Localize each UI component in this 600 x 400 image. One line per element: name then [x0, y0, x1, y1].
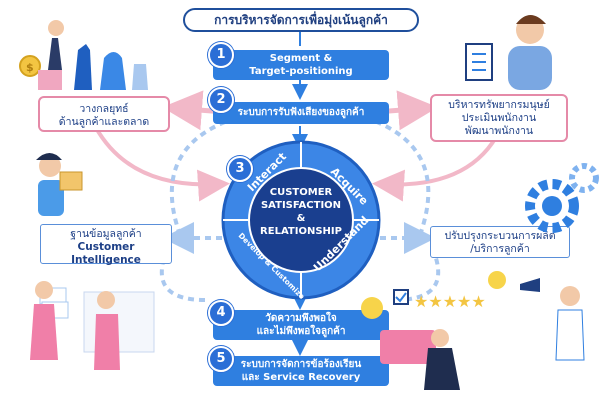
- chess-strategy-illustration: $: [19, 20, 148, 90]
- gear-icon: [525, 179, 579, 233]
- curve-strategy-to-cycle: [93, 125, 230, 202]
- strategy-line2: ด้านลูกค้าและตลาด: [58, 116, 150, 128]
- hr-line1: บริหารทรัพยากรมนุษย์: [448, 99, 550, 111]
- strategy-line1: วางกลยุทธ์: [79, 103, 129, 115]
- smiley-icon: [361, 297, 383, 319]
- woman-figure: [48, 38, 62, 70]
- process-box: ปรับปรุงกระบวนการผลิต /บริการลูกค้า: [430, 226, 570, 258]
- small-gear-icon: [569, 163, 599, 193]
- database-line3: Intelligence: [71, 254, 141, 266]
- step-5-number: 5: [208, 346, 234, 372]
- database-illustration: [36, 153, 83, 216]
- woman-head-3: [35, 281, 53, 299]
- svg-text:$: $: [26, 61, 34, 74]
- cycle-center-label: CUSTOMER SATISFACTION & RELATIONSHIP: [246, 186, 356, 238]
- man-body-2: [424, 348, 460, 390]
- center-line-3: &: [296, 213, 306, 224]
- woman-body-3: [30, 304, 58, 360]
- step-5-box: ระบบการจัดการข้อร้องเรียน และ Service Re…: [213, 356, 389, 386]
- dashed-arc-right: [371, 118, 431, 236]
- hr-line2: ประเมินพนักงาน: [461, 112, 537, 124]
- woman-head-4: [560, 286, 580, 306]
- database-line1: ฐานข้อมูลลูกค้า: [70, 228, 142, 240]
- step-1-line1: Segment &: [269, 53, 333, 64]
- step-5-line2: และ Service Recovery: [241, 372, 361, 383]
- step-1-line2: Target-positioning: [249, 66, 353, 77]
- database-box: ฐานข้อมูลลูกค้า Customer Intelligence: [40, 224, 172, 266]
- man-body: [508, 46, 552, 90]
- step-2-box: ระบบการรับฟังเสียงของลูกค้า: [213, 102, 389, 124]
- smiley-icon-2: [488, 271, 506, 289]
- step-4-line2: และไม่พึงพอใจลูกค้า: [256, 326, 346, 337]
- center-line-2: SATISFACTION: [260, 200, 342, 211]
- pedestal-shape: [38, 70, 62, 90]
- woman-head: [48, 20, 64, 36]
- dashed-arc-left: [169, 118, 231, 236]
- center-line-1: CUSTOMER: [269, 187, 333, 198]
- dashed-arc-bottom-right: [394, 254, 441, 302]
- step-2-number: 2: [208, 87, 234, 113]
- step-4-box: วัดความพึงพอใจ และไม่พึงพอใจลูกค้า: [213, 310, 389, 340]
- chess-pawn-icon: [132, 64, 148, 90]
- hr-line3: พัฒนาพนักงาน: [464, 125, 534, 137]
- step-5-line1: ระบบการจัดการข้อร้องเรียน: [240, 359, 362, 370]
- center-line-4: RELATIONSHIP: [260, 226, 342, 237]
- process-line1: ปรับปรุงกระบวนการผลิต: [444, 230, 556, 242]
- woman-head-2: [39, 155, 61, 177]
- woman-body-2: [38, 180, 64, 216]
- megaphone-icon: [520, 278, 540, 292]
- hr-box: บริหารทรัพยากรมนุษย์ ประเมินพนักงาน พัฒน…: [430, 94, 568, 142]
- chat-bubble-icon: [380, 330, 436, 364]
- page-title: การบริหารจัดการเพื่อมุ่งเน้นลูกค้า: [183, 8, 419, 32]
- coin-icon: [19, 55, 41, 77]
- step-2-label: ระบบการรับฟังเสียงของลูกค้า: [237, 107, 365, 118]
- man-head-2: [431, 329, 449, 347]
- gear-illustration: [525, 163, 599, 233]
- step-4-line1: วัดความพึงพอใจ: [265, 313, 337, 324]
- chess-king-icon: [74, 44, 92, 90]
- process-line2: /บริการลูกค้า: [470, 243, 530, 255]
- step-4-number: 4: [208, 300, 234, 326]
- box-icon: [59, 171, 83, 191]
- step-1-number: 1: [208, 42, 234, 68]
- hr-illustration: [465, 15, 552, 90]
- database-line2: Customer: [77, 241, 135, 253]
- star-rating-icon: ★★★★★: [414, 292, 486, 311]
- strategy-box: วางกลยุทธ์ ด้านลูกค้าและตลาด: [38, 96, 170, 132]
- feedback-illustration: ★★★★★: [361, 271, 585, 390]
- documents-illustration: [30, 281, 155, 370]
- curve-hr-to-cycle: [372, 129, 502, 202]
- chess-knight-icon: [100, 52, 126, 90]
- step-3-number: 3: [227, 156, 253, 182]
- step-1-box: Segment & Target-positioning: [213, 50, 389, 80]
